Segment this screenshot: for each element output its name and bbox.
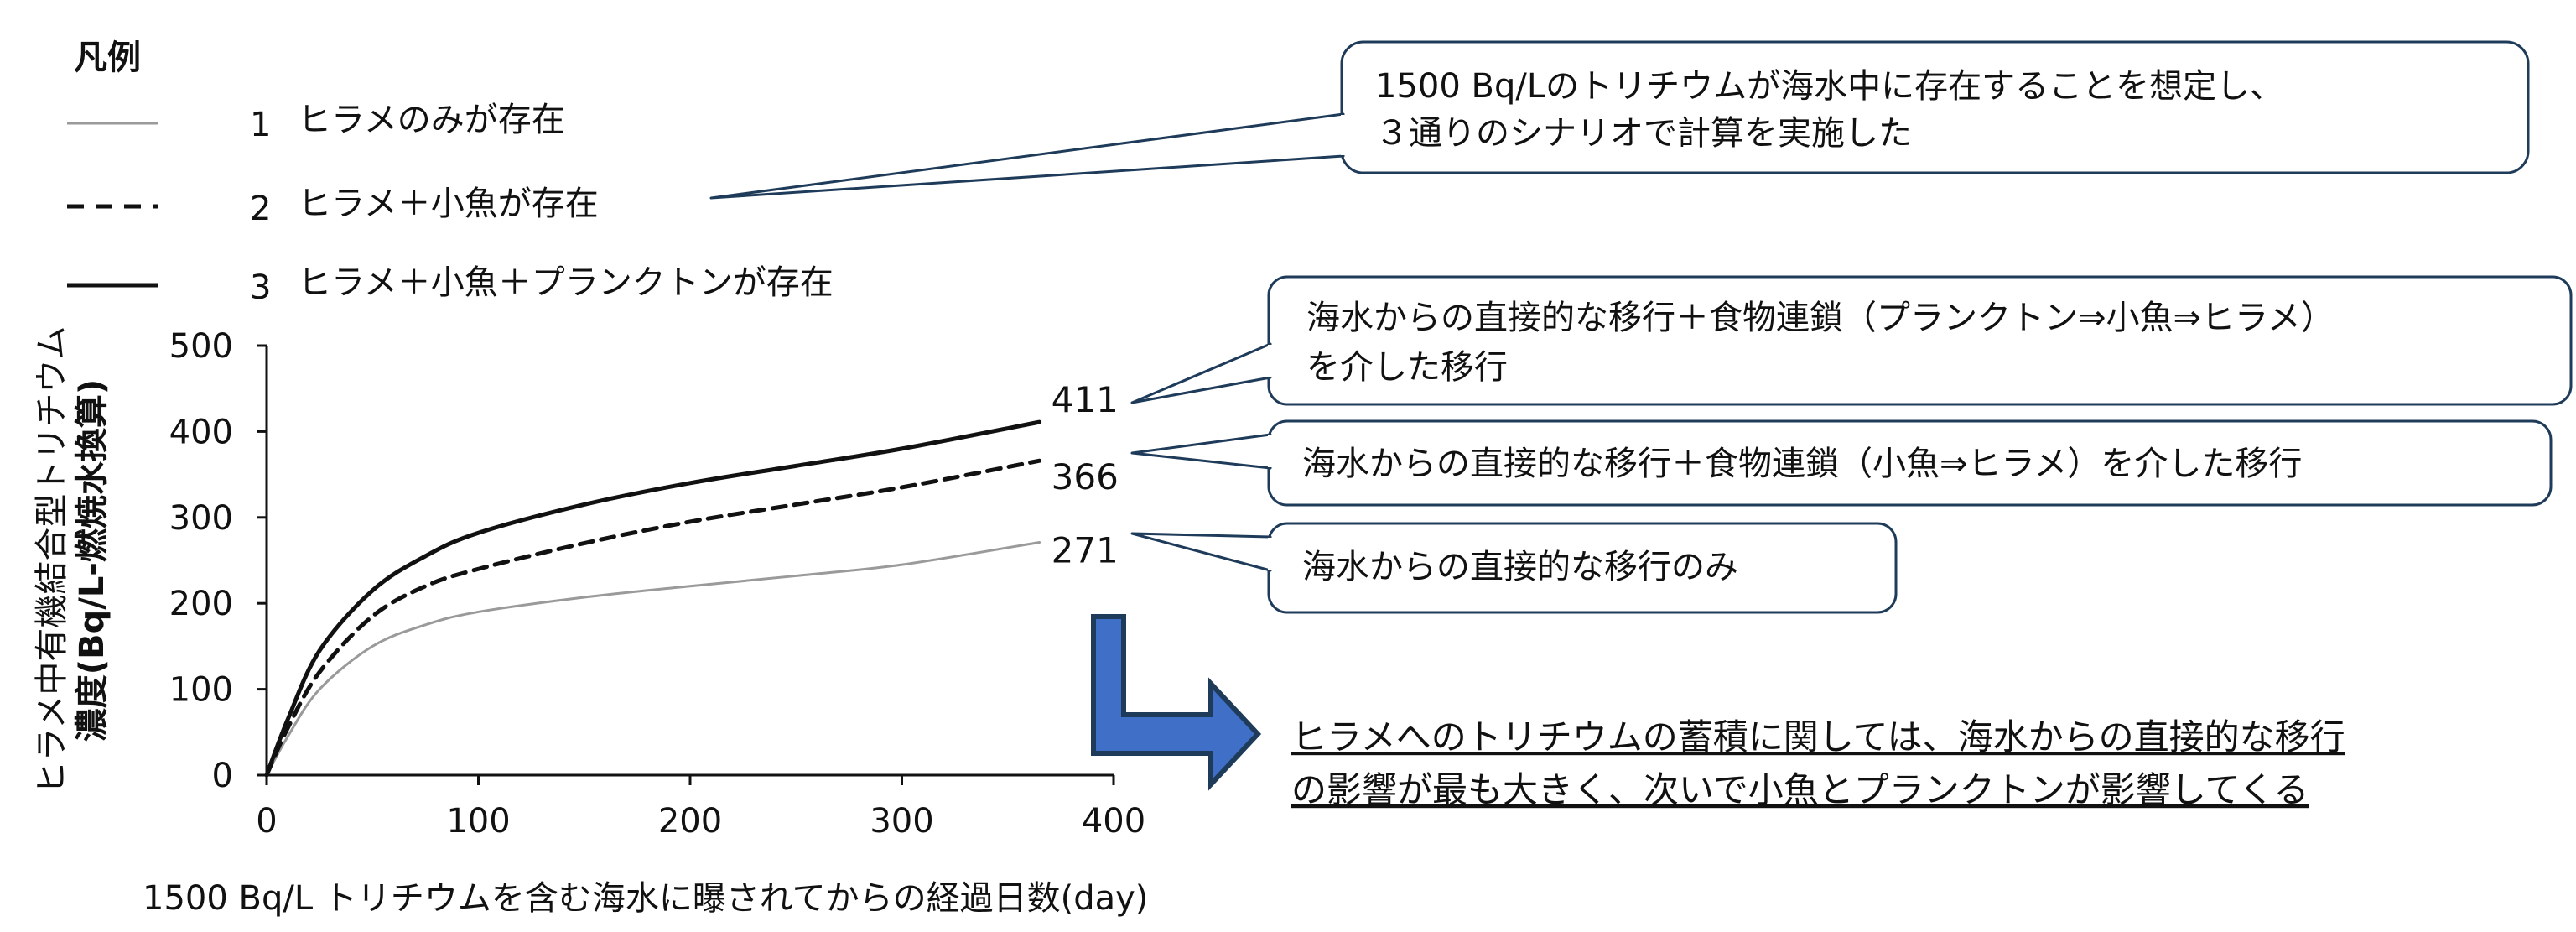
x-axis-label: 1500 Bq/L トリチウムを含む海水に曝されてからの経過日数(day) bbox=[143, 879, 1148, 918]
smallfish-callout-line-1: 海水からの直接的な移行＋食物連鎖（小魚⇒ヒラメ）を介した移行 bbox=[1302, 445, 2302, 483]
x-tick-group: 0 100 200 300 400 bbox=[256, 775, 1145, 841]
y-axis-label-line-1: ヒラメ中有機結合型トリチウム bbox=[33, 326, 71, 795]
line-chart: 0 100 200 300 400 500 0 100 200 300 400 271 366 411… bbox=[33, 326, 1148, 918]
legend: 凡例 1 ヒラメのみが存在 2 ヒラメ＋小魚が存在 3 ヒラメ＋小魚＋プランクト… bbox=[67, 39, 834, 307]
x-tick-label: 400 bbox=[1082, 802, 1145, 841]
series-group bbox=[264, 419, 1042, 778]
scenario-callout-box bbox=[1340, 40, 2530, 174]
end-label-group: 271 366 411 bbox=[1052, 379, 1119, 570]
legend-label-2: ヒラメ＋小魚が存在 bbox=[298, 185, 599, 223]
legend-label-1: ヒラメのみが存在 bbox=[298, 101, 565, 139]
conclusion: ヒラメへのトリチウムの蓄積に関しては、海水からの直接的な移行 の影響が最も大きく… bbox=[1291, 716, 2345, 810]
x-tick-label: 0 bbox=[256, 802, 277, 841]
y-tick-group: 0 100 200 300 400 500 bbox=[169, 327, 267, 795]
y-tick-label: 100 bbox=[169, 671, 233, 710]
direct-callout-line-1: 海水からの直接的な移行のみ bbox=[1302, 548, 1738, 586]
legend-label-3: ヒラメ＋小魚＋プランクトンが存在 bbox=[298, 263, 834, 302]
y-axis-label-line-2: 濃度(Bq/L-燃焼水換算) bbox=[73, 379, 112, 742]
y-tick-label: 300 bbox=[169, 499, 233, 538]
direct-callout-pointer bbox=[1130, 532, 1272, 572]
plankton-callout-line-1: 海水からの直接的な移行＋食物連鎖（プランクトン⇒小魚⇒ヒラメ） bbox=[1306, 299, 2334, 337]
plankton-callout-box bbox=[1267, 275, 2573, 406]
plankton-callout-pointer bbox=[1130, 342, 1272, 404]
series-line-3 bbox=[264, 419, 1042, 778]
series-end-label-2: 366 bbox=[1052, 456, 1119, 497]
conclusion-line-1: ヒラメへのトリチウムの蓄積に関しては、海水からの直接的な移行 bbox=[1291, 716, 2345, 758]
scenario-callout: 1500 Bq/Lのトリチウムが海水中に存在することを想定し、 ３通りのシナリオ… bbox=[709, 40, 2530, 200]
smallfish-callout: 海水からの直接的な移行＋食物連鎖（小魚⇒ヒラメ）を介した移行 bbox=[1130, 419, 2553, 507]
conclusion-arrow-icon bbox=[1091, 614, 1262, 791]
legend-title: 凡例 bbox=[74, 39, 141, 77]
smallfish-callout-pointer bbox=[1130, 433, 1272, 470]
scenario-callout-pointer bbox=[709, 112, 1345, 200]
y-tick-label: 200 bbox=[169, 585, 233, 623]
x-tick-label: 100 bbox=[446, 802, 510, 841]
legend-number-2: 2 bbox=[250, 190, 271, 228]
series-line-2 bbox=[264, 458, 1042, 778]
y-tick-label: 400 bbox=[169, 413, 233, 451]
scenario-callout-line-2: ３通りのシナリオで計算を実施した bbox=[1375, 114, 1912, 153]
x-tick-label: 200 bbox=[658, 802, 722, 841]
conclusion-line-2: の影響が最も大きく、次いで小魚とプランクトンが影響してくる bbox=[1291, 769, 2309, 810]
y-tick-label: 500 bbox=[169, 327, 233, 366]
series-end-label-1: 271 bbox=[1052, 529, 1119, 570]
scenario-callout-line-1: 1500 Bq/Lのトリチウムが海水中に存在することを想定し、 bbox=[1375, 67, 2283, 106]
y-tick-label: 0 bbox=[212, 757, 233, 795]
plankton-callout: 海水からの直接的な移行＋食物連鎖（プランクトン⇒小魚⇒ヒラメ） を介した移行 bbox=[1130, 275, 2573, 406]
x-tick-label: 300 bbox=[870, 802, 933, 841]
legend-number-3: 3 bbox=[250, 268, 271, 307]
legend-number-1: 1 bbox=[250, 106, 271, 144]
plankton-callout-line-2: を介した移行 bbox=[1306, 348, 1508, 387]
direct-callout: 海水からの直接的な移行のみ bbox=[1130, 522, 1898, 614]
series-line-1 bbox=[265, 540, 1041, 777]
series-end-label-3: 411 bbox=[1052, 379, 1119, 420]
